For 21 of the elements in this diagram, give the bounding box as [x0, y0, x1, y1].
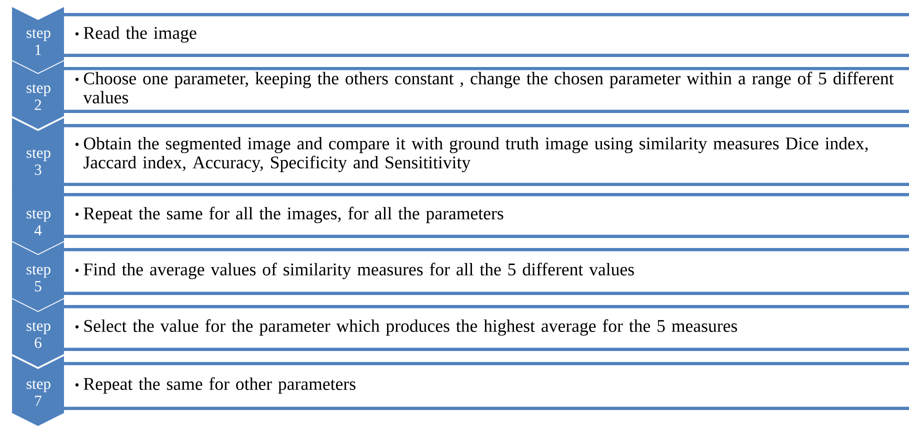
step-badge: step 3 — [12, 118, 64, 202]
node-label: step 3 — [26, 149, 50, 175]
node-label: step 6 — [26, 322, 50, 348]
node-label: step 4 — [26, 210, 50, 236]
step-box: Repeat the same for all the images, for all the parameters — [64, 193, 909, 238]
node-label: step 1 — [26, 29, 50, 55]
node-label: step 7 — [26, 380, 50, 406]
step-badge: step 4 — [12, 187, 64, 254]
step-box: Obtain the segmented image and compare it with ground truth image using similarity measures Dice index, Jaccard index, Accuracy, Specificity and Sensititivity — [64, 124, 909, 186]
step-box: Find the average values of similarity measures for all the 5 different values — [64, 248, 909, 295]
step-badge: step 7 — [12, 356, 64, 426]
step-badge: step 6 — [12, 299, 64, 367]
node-label: step 5 — [26, 266, 50, 292]
node-label: step 2 — [26, 84, 50, 110]
step-badge: step 1 — [12, 7, 64, 73]
step-box: Read the image — [64, 13, 909, 57]
step-box: Repeat the same for other parameters — [64, 362, 909, 410]
step-badge: step 5 — [12, 242, 64, 311]
step-box: Choose one parameter, keeping the others constant , change the chosen parameter within a range of 5 different values — [64, 67, 909, 113]
step-box: Select the value for the parameter which produces the highest average for the 5 measures — [64, 305, 909, 351]
step-badge: step 2 — [12, 61, 64, 129]
